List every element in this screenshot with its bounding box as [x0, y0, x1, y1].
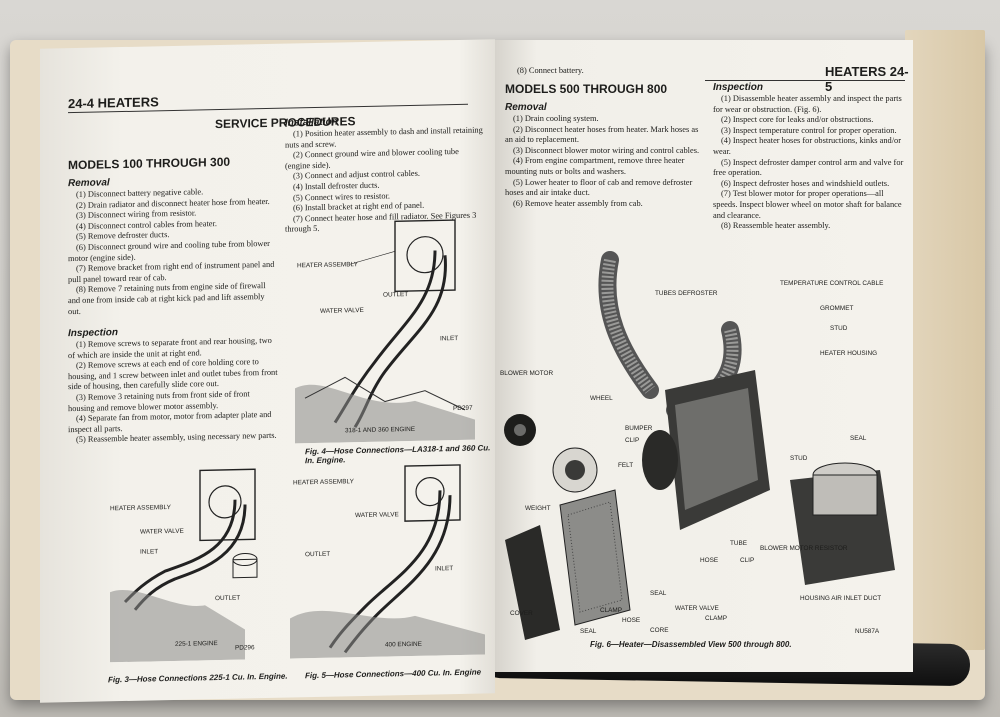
fig6-label-grommet: GROMMET	[820, 305, 853, 312]
inspection-steps: (1) Remove screws to separate front and …	[68, 336, 278, 446]
step: (5) Inspect defroster damper control arm…	[713, 157, 904, 178]
inspection-heading: Inspection	[68, 327, 119, 340]
fig5-label-engine: 400 ENGINE	[385, 641, 422, 649]
fig5-caption: Fig. 5—Hose Connections—400 Cu. In. Engi…	[305, 667, 482, 681]
step: (8) Remove 7 retaining nuts from engine …	[68, 281, 266, 316]
back-cover	[905, 30, 985, 650]
step: (3) Inspect temperature control for prop…	[721, 125, 897, 135]
fig4-label-outlet: OUTLET	[383, 291, 408, 299]
left-page: 24-4 HEATERS SERVICE PROCEDURES MODELS 1…	[40, 39, 495, 703]
left-page-header: 24-4 HEATERS	[68, 94, 159, 112]
fig5-label-water-valve: WATER VALVE	[355, 511, 399, 519]
removal-heading: Removal	[505, 102, 547, 113]
step: (4) Inspect heater hoses for obstruction…	[713, 136, 902, 156]
fig5-label-heater-assembly: HEATER ASSEMBLY	[293, 478, 355, 486]
fig4-label-heater-assembly: HEATER ASSEMBLY	[297, 261, 359, 269]
models-heading: MODELS 100 THROUGH 300	[68, 154, 231, 173]
fig6-label-weight: WEIGHT	[525, 505, 551, 512]
step: (6) Remove heater assembly from cab.	[513, 198, 643, 208]
fig6-label-seal3: SEAL	[650, 590, 667, 597]
fig6-diagram: TUBES DEFROSTER TEMPERATURE CONTROL CABL…	[500, 251, 895, 640]
fig6-label-felt: FELT	[618, 462, 633, 469]
fig6-label-clamp: CLAMP	[600, 607, 622, 614]
fig6-label-tube: TUBE	[730, 540, 747, 547]
fig6-label-stud: STUD	[830, 325, 848, 332]
inspection-heading: Inspection	[713, 82, 764, 93]
step: (4) From engine compartment, remove thre…	[505, 156, 685, 176]
step: (2) Inspect core for leaks and/or obstru…	[721, 115, 874, 125]
fig5-label-inlet: INLET	[435, 565, 453, 572]
removal-heading: Removal	[68, 177, 110, 190]
fig6-label-water-valve: WATER VALVE	[675, 605, 719, 612]
fig6-label-clip2: CLIP	[740, 557, 754, 564]
fig3-label-engine: 225-1 ENGINE	[175, 640, 218, 648]
fig3-diagram: HEATER ASSEMBLY WATER VALVE INLET OUTLET…	[110, 468, 258, 663]
header-rule	[705, 80, 905, 81]
fig6-label-clamp2: CLAMP	[705, 615, 727, 622]
fig6-label-blower-resistor: BLOWER MOTOR RESISTOR	[760, 545, 848, 552]
fig3-label-inlet: INLET	[140, 548, 158, 555]
inspection-steps: (1) Disassemble heater assembly and insp…	[713, 94, 905, 232]
step: (3) Disconnect blower motor wiring and c…	[513, 145, 700, 155]
fig6-label-hose: HOSE	[700, 557, 718, 564]
step: (5) Lower heater to floor of cab and rem…	[505, 177, 693, 198]
fig6-label-heater-housing: HEATER HOUSING	[820, 350, 877, 357]
removal-steps: (1) Drain cooling system. (2) Disconnect…	[505, 114, 705, 209]
step: (8) Reassemble heater assembly.	[721, 221, 831, 231]
fig4-label-inlet: INLET	[440, 335, 458, 342]
fig3-caption: Fig. 3—Hose Connections 225-1 Cu. In. En…	[108, 671, 288, 685]
fig6-code: NU587A	[855, 628, 880, 635]
step: (8) Connect battery.	[517, 66, 584, 75]
fig4-label-water-valve: WATER VALVE	[320, 307, 364, 315]
fig3-label-outlet: OUTLET	[215, 595, 240, 603]
fig6-label-tubes-defroster: TUBES DEFROSTER	[655, 290, 718, 297]
installation-heading: Installation	[285, 116, 338, 129]
step: (6) Inspect defroster hoses and windshie…	[721, 178, 890, 188]
fig6-label-housing-air: HOUSING AIR INLET DUCT	[800, 595, 881, 602]
fig4-diagram: HEATER ASSEMBLY OUTLET WATER VALVE INLET…	[295, 219, 475, 444]
fig3-code: PD296	[235, 644, 255, 651]
right-page: HEATERS 24-5 (8) Connect battery. MODELS…	[495, 40, 913, 672]
fig6-label-wheel: WHEEL	[590, 395, 613, 402]
fig3-label-water-valve: WATER VALVE	[140, 528, 184, 536]
step: (2) Remove screws at each end of core ho…	[68, 357, 278, 392]
fig6-label-stud2: STUD	[790, 455, 808, 462]
fig5-label-outlet: OUTLET	[305, 551, 330, 559]
fig4-code: PD297	[453, 405, 473, 412]
removal-steps: (1) Disconnect battery negative cable. (…	[68, 186, 278, 318]
step: (7) Test blower motor for proper operati…	[713, 189, 902, 220]
models-heading: MODELS 500 THROUGH 800	[505, 82, 668, 96]
fig6-label-seal2: SEAL	[580, 628, 597, 635]
fig6-label-hose2: HOSE	[622, 617, 640, 624]
fig5-diagram: HEATER ASSEMBLY WATER VALVE OUTLET INLET…	[290, 464, 485, 659]
right-page-header: HEATERS 24-5	[825, 64, 909, 94]
step: (1) Drain cooling system.	[513, 114, 599, 123]
top-step: (8) Connect battery.	[509, 66, 689, 77]
fig6-label-core: CORE	[650, 627, 668, 634]
fig6-label-temp-cable: TEMPERATURE CONTROL CABLE	[780, 280, 883, 287]
fig6-caption: Fig. 6—Heater—Disassembled View 500 thro…	[590, 640, 792, 649]
fig6-label-clip: CLIP	[625, 437, 639, 444]
fig3-label-heater-assembly: HEATER ASSEMBLY	[110, 504, 172, 512]
fig6-label-seal: SEAL	[850, 435, 867, 442]
fig6-label-cover: COVER	[510, 610, 533, 617]
fig6-label-blower-motor: BLOWER MOTOR	[500, 370, 554, 377]
fig6-label-bumper: BUMPER	[625, 425, 653, 432]
fig4-label-engine: 318-1 AND 360 ENGINE	[345, 426, 415, 434]
step: (1) Disassemble heater assembly and insp…	[713, 94, 902, 114]
step: (2) Disconnect heater hoses from heater.…	[505, 124, 699, 145]
